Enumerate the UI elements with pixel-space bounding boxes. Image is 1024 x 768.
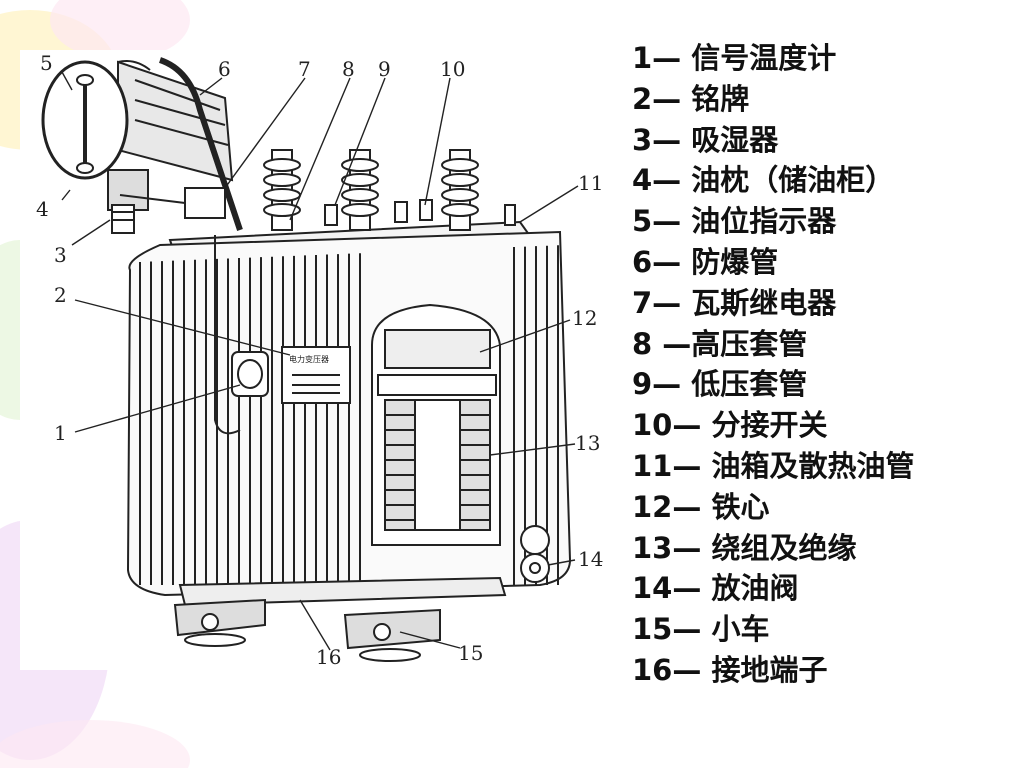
- callout-13: 13: [575, 431, 600, 455]
- legend-item-14: 14— 放油阀: [632, 568, 1012, 609]
- windings: [385, 400, 490, 530]
- callout-1: 1: [54, 421, 67, 445]
- callout-10: 10: [440, 57, 465, 81]
- callout-16: 16: [316, 645, 341, 669]
- legend-item-7: 7— 瓦斯继电器: [632, 283, 1012, 324]
- legend-item-15: 15— 小车: [632, 609, 1012, 650]
- callout-12: 12: [572, 306, 597, 330]
- legend-item-2: 2— 铭牌: [632, 79, 1012, 120]
- callout-5: 5: [40, 51, 53, 75]
- legend: 1— 信号温度计 2— 铭牌 3— 吸湿器 4— 油枕（储油柜） 5— 油位指示…: [632, 38, 1012, 691]
- callout-7: 7: [298, 57, 311, 81]
- callout-14: 14: [578, 547, 603, 571]
- legend-item-3: 3— 吸湿器: [632, 120, 1012, 161]
- callout-9: 9: [378, 57, 391, 81]
- core-cutaway: [372, 305, 500, 545]
- callout-2: 2: [54, 283, 67, 307]
- legend-item-8: 8 —高压套管: [632, 324, 1012, 365]
- legend-item-1: 1— 信号温度计: [632, 38, 1012, 79]
- callout-15: 15: [458, 641, 483, 665]
- legend-item-11: 11— 油箱及散热油管: [632, 446, 1012, 487]
- legend-item-12: 12— 铁心: [632, 487, 1012, 528]
- gas-relay: [185, 188, 225, 218]
- callout-6: 6: [218, 57, 231, 81]
- nameplate-text: 电力变压器: [289, 354, 329, 364]
- legend-item-4: 4— 油枕（储油柜）: [632, 160, 1012, 201]
- legend-item-13: 13— 绕组及绝缘: [632, 528, 1012, 569]
- legend-item-5: 5— 油位指示器: [632, 201, 1012, 242]
- legend-item-6: 6— 防爆管: [632, 242, 1012, 283]
- transformer-diagram: 5 6 4 3 7 8 9 10 11 2 1 12 13 14 15 16 电…: [0, 0, 640, 768]
- callout-11: 11: [578, 171, 603, 195]
- legend-item-16: 16— 接地端子: [632, 650, 1012, 691]
- callout-4: 4: [36, 197, 49, 221]
- callout-8: 8: [342, 57, 355, 81]
- legend-item-10: 10— 分接开关: [632, 405, 1012, 446]
- callout-3: 3: [54, 243, 67, 267]
- legend-item-9: 9— 低压套管: [632, 364, 1012, 405]
